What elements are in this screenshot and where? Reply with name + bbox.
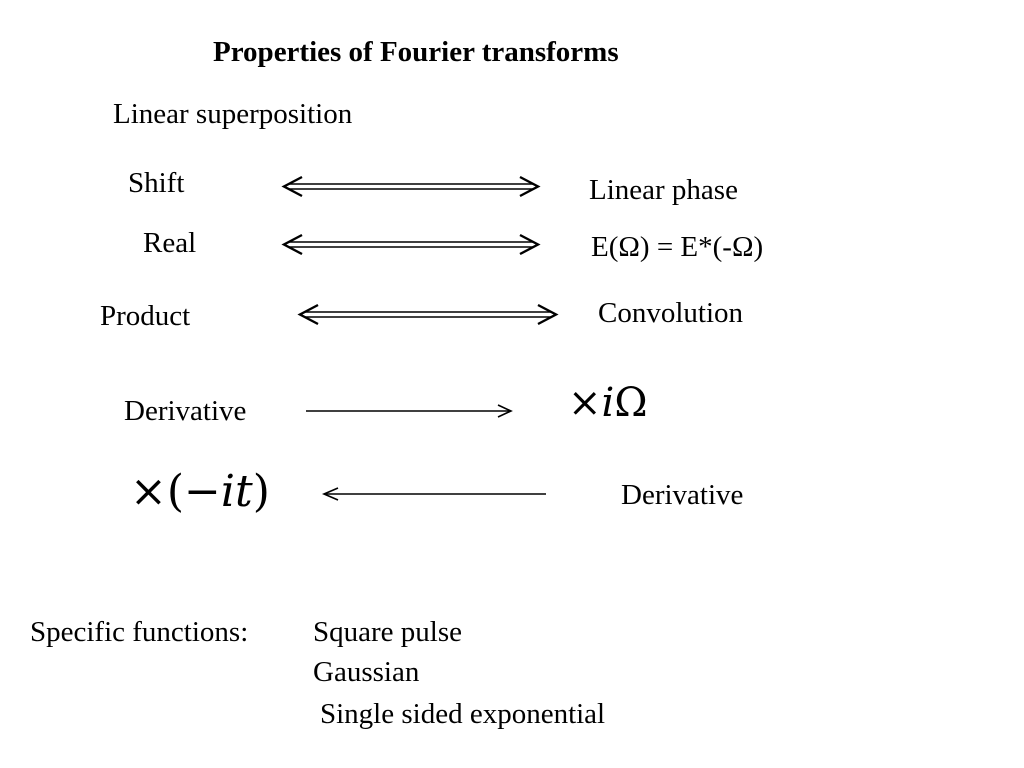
- minus-symbol: −: [184, 466, 221, 517]
- close-paren: ): [252, 466, 270, 517]
- right-arrow-icon: [306, 404, 513, 418]
- linear-phase-label: Linear phase: [589, 174, 738, 206]
- list-item: Gaussian: [313, 656, 420, 688]
- imaginary-i-symbol: i: [601, 380, 615, 426]
- double-arrow-icon: [297, 303, 559, 326]
- times-symbol: ×: [130, 466, 167, 517]
- omega-symbol: Ω: [614, 380, 648, 426]
- linear-superposition-label: Linear superposition: [113, 98, 353, 130]
- time-t-symbol: t: [235, 466, 253, 517]
- slide-title: Properties of Fourier transforms: [213, 36, 619, 68]
- real-symmetry-formula: E(Ω) = E*(-Ω): [591, 231, 764, 263]
- derivative-label: Derivative: [124, 395, 247, 427]
- times-i-omega-expression: ×iΩ: [568, 383, 647, 423]
- open-paren: (: [166, 466, 185, 517]
- imaginary-i-symbol: i: [220, 466, 235, 517]
- shift-label: Shift: [128, 167, 185, 199]
- double-arrow-icon: [281, 175, 541, 198]
- real-label: Real: [143, 227, 197, 259]
- left-arrow-icon: [321, 487, 546, 501]
- specific-functions-label: Specific functions:: [30, 616, 249, 648]
- list-item: Square pulse: [313, 616, 462, 648]
- product-label: Product: [100, 300, 191, 332]
- times-symbol: ×: [568, 380, 602, 426]
- list-item: Single sided exponential: [320, 698, 606, 730]
- derivative-result-label: Derivative: [621, 479, 744, 511]
- convolution-label: Convolution: [598, 297, 744, 329]
- times-minus-it-expression: ×(−it): [130, 470, 270, 514]
- double-arrow-icon: [281, 233, 541, 256]
